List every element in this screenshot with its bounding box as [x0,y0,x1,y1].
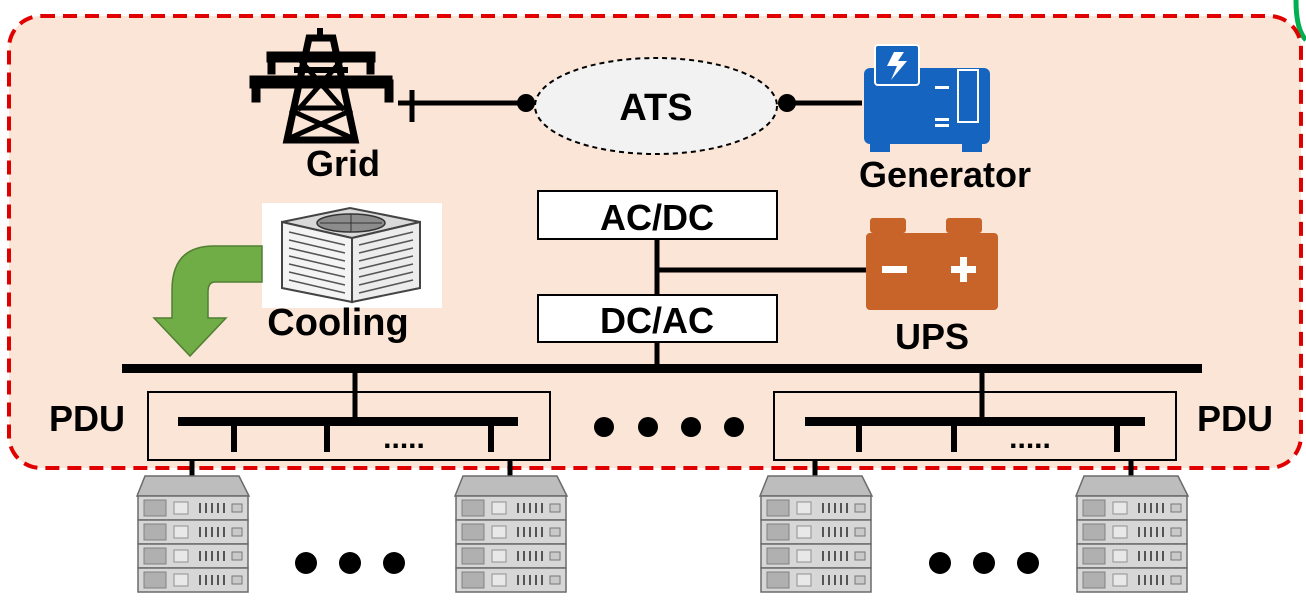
left-pdu-tap-1 [231,426,237,452]
left-pdu-tap-3 [488,426,494,452]
right-pdu-box [773,391,1177,461]
server-rack-icon [760,476,872,592]
dc-ac-box [537,294,778,343]
generator-icon [864,44,990,152]
right-pdu-tap-1 [856,426,862,452]
generator-label: Generator [859,154,1031,195]
ats-left-node [517,94,535,112]
server-ellipsis-left [295,552,405,574]
left-pdu-box [147,391,551,461]
right-pdu-dots: ..... [1009,422,1051,455]
battery-icon [866,218,998,310]
transmission-tower-icon [249,28,394,144]
down-arrow-icon [152,245,263,358]
left-pdu-dots: ..... [383,422,425,455]
server-ellipsis-right [929,552,1039,574]
grid-label: Grid [306,143,380,184]
left-pdu-bus [178,417,518,426]
ac-dc-label: AC/DC [600,197,714,238]
main-power-bus [122,364,1202,373]
dc-ac-label: DC/AC [600,300,714,341]
ac-dc-box [537,190,778,240]
server-rack-icon [1076,476,1188,592]
right-pdu-label: PDU [1197,398,1273,439]
ats-label: ATS [619,87,692,129]
right-pdu-tap-3 [1114,426,1120,452]
right-pdu-tap-2 [951,426,957,452]
cooling-unit-icon [262,203,442,308]
left-pdu-tap-2 [324,426,330,452]
server-rack-icon [455,476,567,592]
ats-switch [534,57,778,155]
right-pdu-bus [805,417,1145,426]
left-pdu-label: PDU [49,398,125,439]
corner-accent-icon [1293,0,1306,42]
cooling-label: Cooling [267,302,408,344]
server-rack-icon [137,476,249,592]
pdu-ellipsis [594,417,744,437]
ups-label: UPS [895,316,969,357]
